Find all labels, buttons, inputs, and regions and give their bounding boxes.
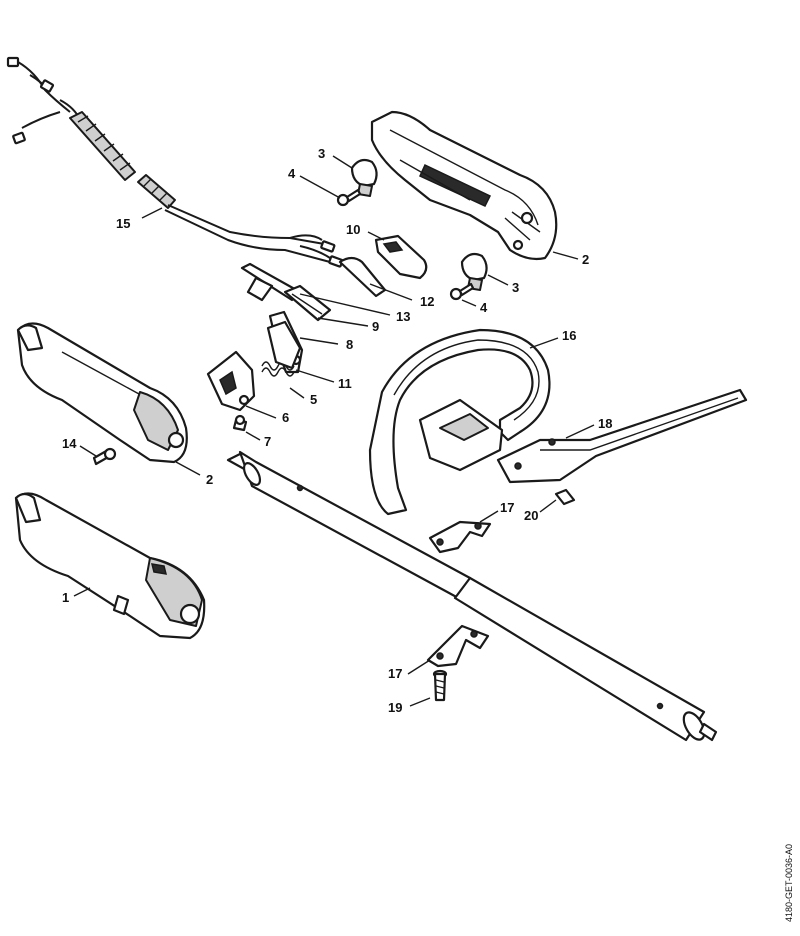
callout-14: 14 (62, 436, 77, 451)
screw-7 (232, 414, 248, 432)
nut-20 (554, 488, 576, 506)
screw-19 (432, 669, 448, 702)
switch-shaft (206, 350, 256, 412)
callout-19: 19 (388, 700, 402, 715)
callout-1: 1 (62, 590, 69, 605)
leader-lines (73, 155, 595, 707)
slide-part (374, 234, 428, 280)
handle-shell-top (370, 110, 558, 261)
callout-12: 12 (420, 294, 434, 309)
stop-switch-11 (266, 320, 302, 370)
lever-12 (338, 256, 387, 298)
callout-5: 5 (310, 392, 317, 407)
callout-3-lower: 3 (512, 280, 519, 295)
callout-17-lower: 17 (388, 666, 402, 681)
callout-7: 7 (264, 434, 271, 449)
cable-harness (6, 56, 344, 268)
callout-20: 20 (524, 508, 538, 523)
callout-9: 9 (372, 319, 379, 334)
screw-upper (336, 188, 362, 207)
callout-2-lower: 2 (206, 472, 213, 487)
clamp-upper (350, 158, 378, 197)
callout-17-upper: 17 (500, 500, 514, 515)
lever-9 (283, 284, 332, 322)
callout-2-top: 2 (582, 252, 589, 267)
callout-6: 6 (282, 410, 289, 425)
drawing-code: 4180-GET-0036-A0 (784, 843, 794, 922)
callout-10: 10 (346, 222, 360, 237)
callout-16: 16 (562, 328, 576, 343)
callout-labels: 1 2 2 3 3 4 4 5 6 7 8 9 10 11 12 13 14 1… (62, 146, 612, 715)
screw-14 (92, 447, 117, 466)
drive-tube (226, 450, 718, 742)
spring-5 (261, 361, 295, 377)
callout-18: 18 (598, 416, 612, 431)
clamp-17-upper (428, 520, 492, 554)
callout-8: 8 (346, 337, 353, 352)
callout-13: 13 (396, 309, 410, 324)
control-handle (14, 492, 206, 640)
loop-handle (368, 328, 551, 516)
callout-4-lower: 4 (480, 300, 488, 315)
handle-housing-half (16, 322, 188, 464)
callout-15: 15 (116, 216, 130, 231)
clamp-lower (460, 252, 488, 291)
callout-11: 11 (338, 376, 352, 391)
callout-3-upper: 3 (318, 146, 325, 161)
screw-lower (449, 282, 475, 301)
clamp-17-lower (426, 624, 490, 668)
barrier-bar (496, 388, 748, 484)
callout-4-upper: 4 (288, 166, 296, 181)
